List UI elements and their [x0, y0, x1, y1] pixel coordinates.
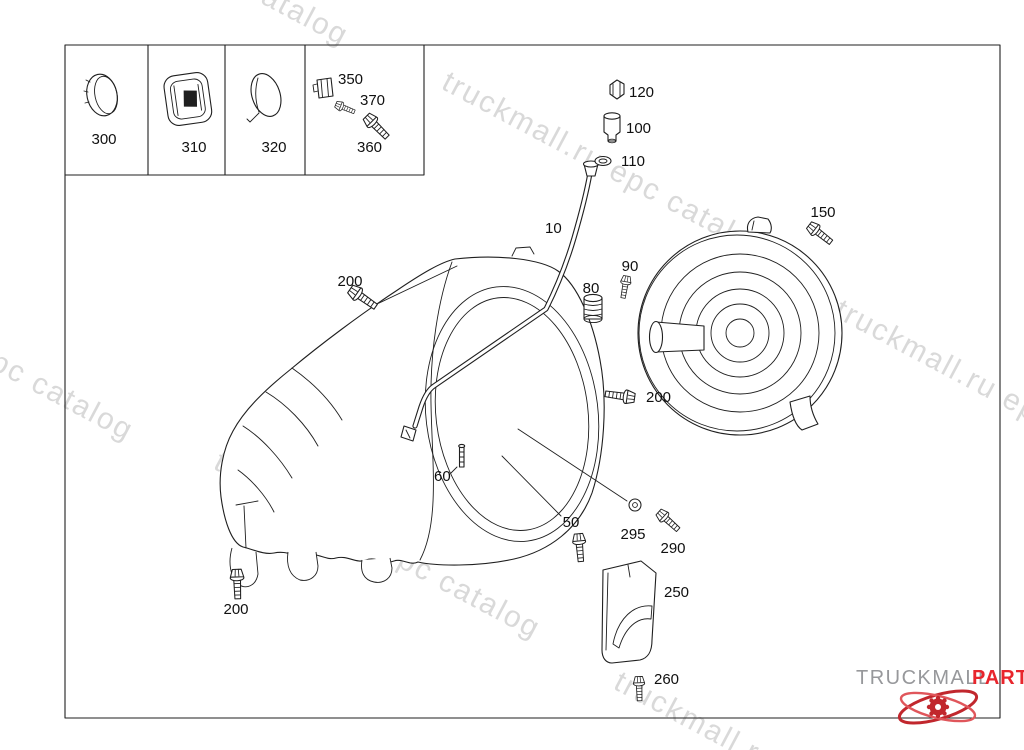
torque-converter-drawing [637, 216, 843, 436]
part-label-360: 360 [357, 139, 382, 156]
bolt-90 [617, 274, 633, 300]
part-100-drawing [603, 112, 621, 144]
part-label-295: 295 [620, 526, 645, 543]
bolt-150 [804, 219, 836, 248]
part-label-60: 60 [434, 468, 451, 485]
part-300-drawing [83, 73, 118, 117]
part-120-drawing [609, 79, 625, 100]
part-label-200-bottom: 200 [223, 601, 248, 618]
part-label-10: 10 [545, 220, 562, 237]
part-label-320: 320 [261, 139, 286, 156]
diagram-border [64, 44, 1001, 719]
part-label-100: 100 [626, 120, 651, 137]
bolt-290 [654, 507, 683, 535]
part-label-350: 350 [338, 71, 363, 88]
part-label-310: 310 [181, 139, 206, 156]
part-250-drawing [601, 560, 657, 664]
part-label-110: 110 [621, 153, 645, 170]
part-360-drawing [360, 110, 393, 143]
vendor-logo: TRUCKMALL PARTS [856, 667, 1024, 725]
part-295-drawing [628, 498, 642, 512]
part-label-370: 370 [360, 92, 385, 109]
parts-table-grid [64, 44, 425, 176]
part-label-200-left: 200 [337, 273, 362, 290]
logo-emblem [897, 689, 979, 725]
part-label-250: 250 [664, 584, 689, 601]
part-label-200-mid: 200 [646, 389, 671, 406]
part-310-drawing [163, 72, 213, 126]
leader-lines [376, 265, 628, 517]
part-60-drawing [458, 443, 466, 468]
logo-truckmall-text: TRUCKMALL [856, 667, 991, 689]
part-label-260: 260 [654, 671, 679, 688]
part-labels: 300 310 320 350 370 360 120 100 110 10 1… [91, 71, 835, 688]
part-320-drawing [246, 73, 282, 123]
part-label-150: 150 [810, 204, 835, 221]
part-label-50: 50 [563, 514, 580, 531]
dipstick-tube-drawing [400, 160, 600, 442]
bolt-200-mid [603, 386, 637, 406]
part-label-120: 120 [629, 84, 654, 101]
part-80-drawing [583, 293, 603, 324]
part-370-drawing [333, 99, 357, 117]
watermark-text: truckmall.ru epc catalog [0, 247, 139, 447]
part-label-90: 90 [622, 258, 639, 275]
part-label-290: 290 [660, 540, 685, 557]
watermark-text: truckmall.ru epc catalog [830, 293, 1024, 493]
part-350-drawing [312, 77, 334, 99]
bolt-50 [571, 532, 588, 563]
part-label-80: 80 [583, 280, 600, 297]
part-label-300: 300 [91, 131, 116, 148]
logo-parts-text: PARTS [972, 667, 1024, 689]
part-110-drawing [594, 155, 612, 167]
